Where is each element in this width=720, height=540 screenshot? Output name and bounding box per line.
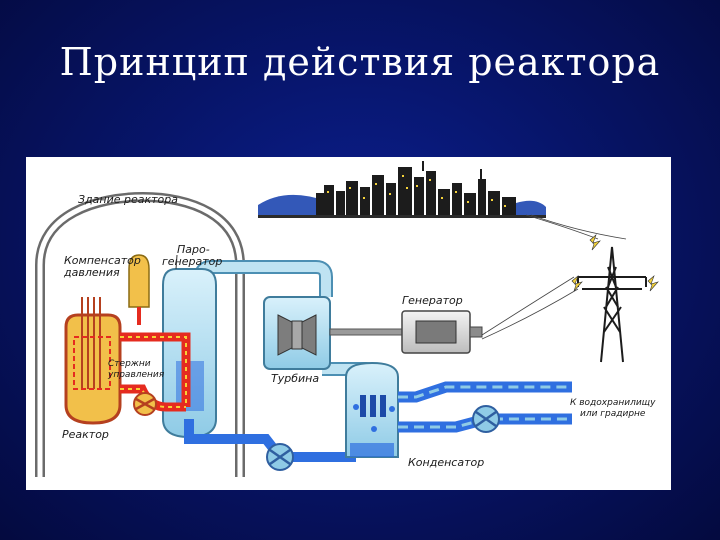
control-rods-label-2: управления	[107, 370, 165, 380]
control-rods-label-1: Стержни	[108, 359, 151, 369]
turbine-label: Турбина	[271, 372, 319, 385]
feedwater-loop	[184, 419, 356, 462]
cooling-pump	[472, 405, 500, 433]
condenser-label: Конденсатор	[408, 456, 484, 469]
pressurizer-label-1: Компенсатор	[64, 254, 141, 267]
building-label: Здание реактора	[78, 193, 178, 206]
reactor-building	[35, 191, 245, 477]
city-skyline	[258, 161, 546, 218]
cooling-water-loop	[398, 381, 572, 433]
primary-pump	[133, 392, 157, 416]
feedwater-pump	[266, 443, 294, 471]
turbine	[263, 296, 331, 370]
steam-generator-leader	[175, 254, 178, 270]
generator-label: Генератор	[402, 294, 463, 307]
power-lines	[481, 214, 627, 340]
reactor-label: Реактор	[62, 428, 109, 441]
cooling-label-2: или градирне	[580, 409, 646, 419]
condenser	[345, 361, 399, 458]
spark-icon	[571, 234, 659, 292]
reactor-diagram: Здание реактора Турбина Генератор	[26, 157, 671, 490]
cooling-label-1: К водохранилищу	[570, 398, 656, 408]
slide-title: Принцип действия реактора	[59, 40, 661, 84]
turbine-shaft	[329, 328, 403, 336]
transmission-tower	[577, 246, 647, 363]
generator	[401, 310, 483, 354]
steam-generator-label-1: Паро-	[177, 243, 210, 256]
pressurizer	[128, 254, 150, 325]
pressurizer-label-2: давления	[63, 266, 120, 279]
reactor-vessel	[64, 297, 122, 425]
steam-generator-label-2: генератор	[162, 255, 222, 268]
